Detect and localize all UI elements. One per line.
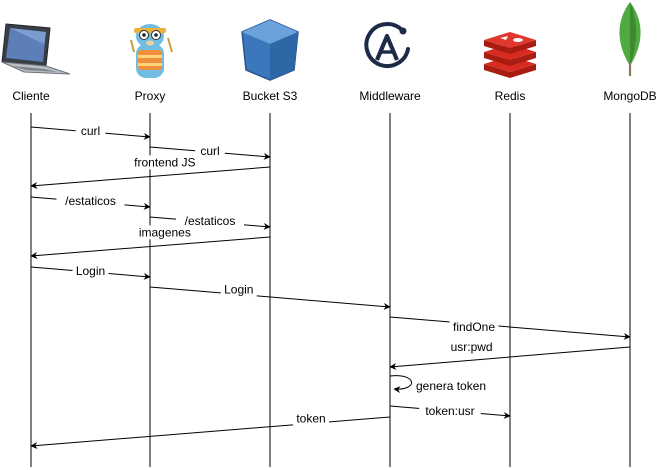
message-arrow: curl bbox=[149, 144, 271, 160]
message-label: curl bbox=[200, 144, 219, 158]
message-arrow: Login bbox=[30, 264, 151, 280]
message-label: token:usr bbox=[425, 404, 474, 418]
message-label-bg bbox=[447, 340, 496, 355]
s3-bucket-icon bbox=[241, 19, 299, 81]
message-label-bg bbox=[56, 194, 125, 208]
message-label: curl bbox=[81, 124, 100, 138]
message-arrow: /estaticos bbox=[30, 194, 151, 210]
message-label-bg bbox=[75, 124, 106, 138]
message-label-bg bbox=[449, 320, 499, 334]
message-arrow: token:usr bbox=[389, 404, 511, 419]
message-label: token bbox=[296, 411, 325, 425]
participant-label-bucket: Bucket S3 bbox=[243, 89, 298, 103]
message-label-bg bbox=[176, 214, 244, 228]
message-label: /estaticos bbox=[185, 214, 236, 228]
message-label: findOne bbox=[453, 320, 495, 334]
message-line bbox=[30, 166, 271, 189]
message-label: genera token bbox=[416, 379, 486, 393]
message-label: Login bbox=[224, 282, 253, 296]
message-arrow: /estaticos bbox=[149, 214, 271, 230]
message-line bbox=[389, 316, 631, 340]
message-line bbox=[30, 236, 271, 259]
laptop-icon bbox=[1, 23, 71, 75]
message-label-bg bbox=[72, 264, 109, 278]
message-label: Login bbox=[76, 264, 105, 278]
message-arrow: usr:pwd bbox=[389, 340, 631, 370]
message-arrow: frontend JS bbox=[30, 155, 271, 189]
redis-logo-icon bbox=[484, 32, 536, 78]
participant-label-mongodb: MongoDB bbox=[603, 89, 656, 103]
message-label-bg bbox=[220, 282, 257, 297]
participant-label-cliente: Cliente bbox=[12, 89, 50, 103]
message-label-bg bbox=[419, 404, 481, 418]
lifelines: Cliente Proxy Bucket S3 Middleware Redis Mong… bbox=[12, 89, 657, 467]
message-line bbox=[389, 375, 412, 394]
message-label-bg bbox=[195, 144, 225, 158]
message-arrow: curl bbox=[30, 124, 151, 140]
message-arrow: findOne bbox=[389, 316, 631, 340]
participant-label-proxy: Proxy bbox=[135, 89, 166, 103]
message-line bbox=[389, 346, 631, 370]
arc-a-logo-icon bbox=[364, 22, 410, 68]
message-arrow: genera token bbox=[389, 375, 486, 394]
gopher-mascot-icon bbox=[130, 24, 173, 78]
message-line bbox=[30, 416, 391, 449]
message-label-bg bbox=[127, 155, 203, 170]
participant-label-redis: Redis bbox=[495, 89, 526, 103]
message-label: /estaticos bbox=[65, 194, 116, 208]
mongodb-leaf-icon bbox=[619, 2, 641, 76]
message-arrow: token bbox=[30, 411, 391, 449]
message-arrow: imagenes bbox=[30, 225, 271, 259]
message-label-bg bbox=[137, 225, 193, 240]
message-label: frontend JS bbox=[134, 155, 195, 169]
message-label: usr:pwd bbox=[451, 340, 493, 354]
message-label-bg bbox=[293, 411, 330, 426]
participant-label-middleware: Middleware bbox=[359, 89, 421, 103]
message-label: imagenes bbox=[139, 225, 191, 239]
message-arrow: Login bbox=[149, 282, 391, 310]
message-line bbox=[149, 286, 391, 310]
